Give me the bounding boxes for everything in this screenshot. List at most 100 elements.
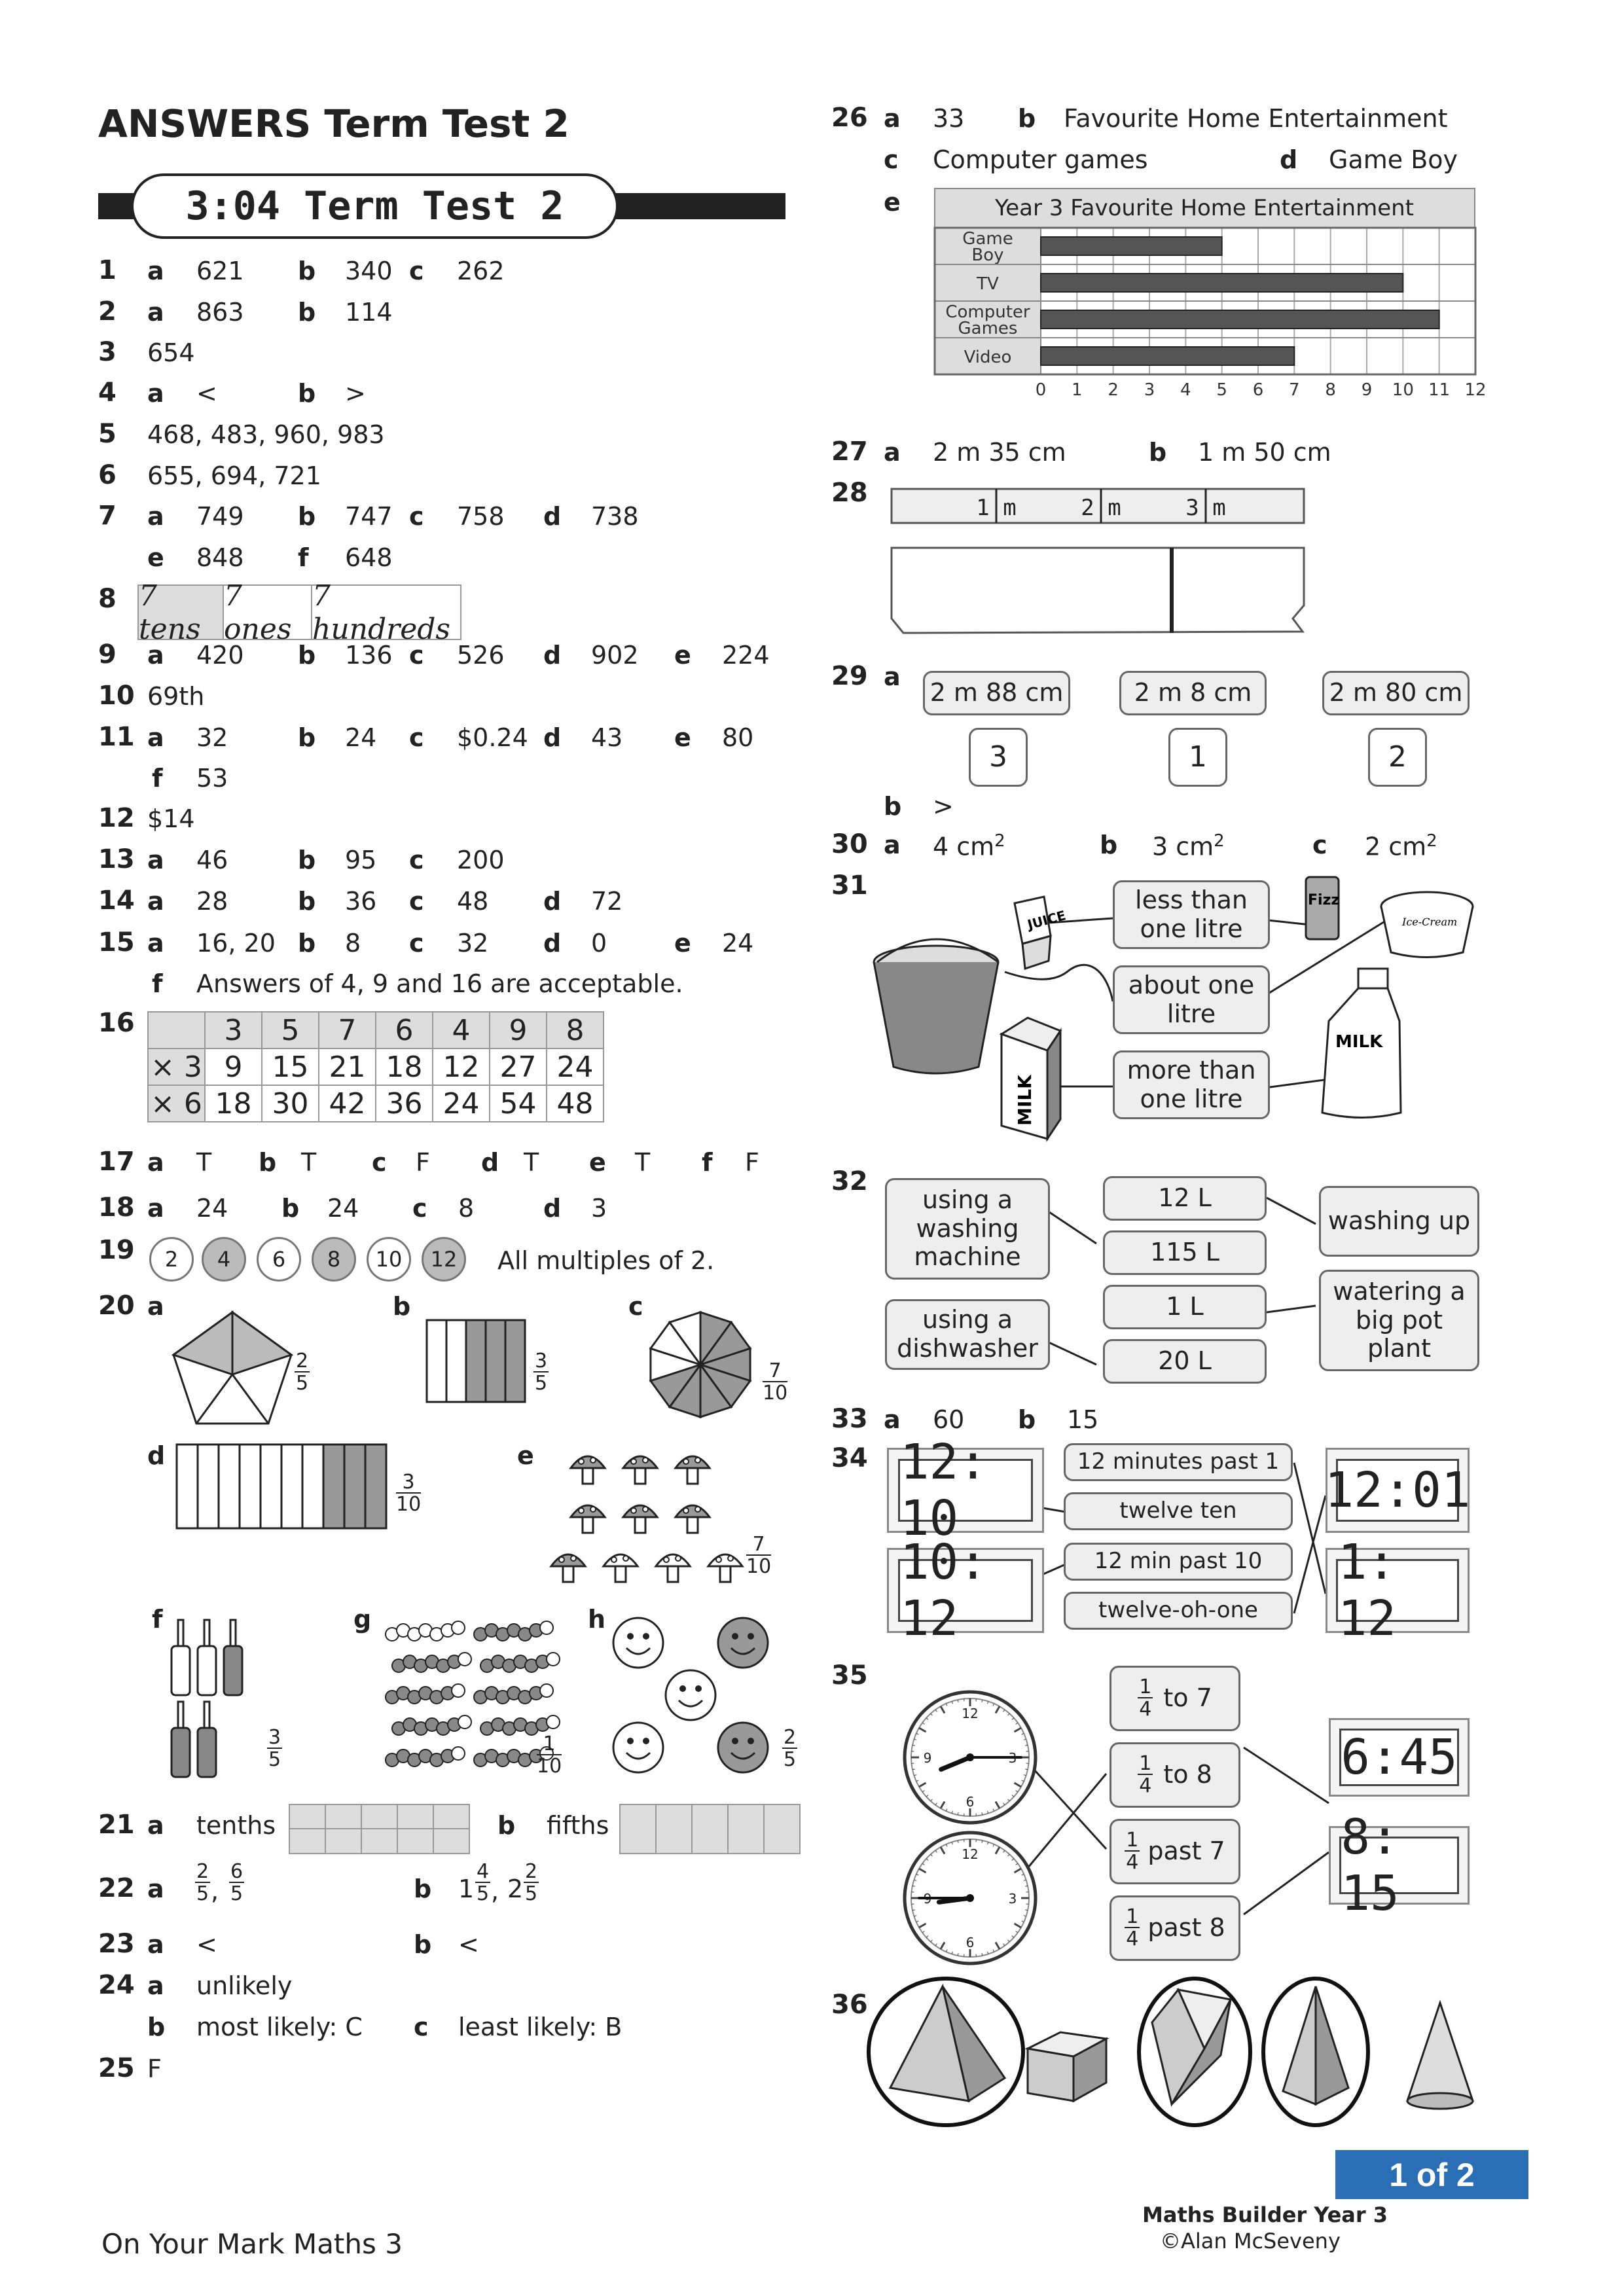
part-letter: e bbox=[884, 188, 901, 217]
analog-clock: 12369 bbox=[903, 1690, 1038, 1825]
question-number: 2 bbox=[98, 296, 117, 327]
amount-card: 115 L bbox=[1103, 1230, 1267, 1275]
answer: 848 bbox=[196, 543, 244, 572]
part-letter: c bbox=[414, 2013, 429, 2041]
question-number: 36 bbox=[831, 1990, 868, 2020]
separator: , bbox=[491, 1876, 499, 1905]
part-letter: a bbox=[147, 1930, 164, 1959]
part-letter: a bbox=[147, 1148, 164, 1177]
answer-area: 3 cm2 bbox=[1152, 831, 1225, 861]
table-cell: 30 bbox=[261, 1085, 319, 1122]
number-circle-shaded: 12 bbox=[422, 1237, 466, 1282]
part-letter: a bbox=[147, 257, 164, 285]
part-letter: c bbox=[409, 929, 424, 958]
part-letter: d bbox=[543, 723, 562, 752]
table-cell: 36 bbox=[375, 1085, 433, 1122]
table-cell: 9 bbox=[489, 1011, 547, 1049]
rectangle-fifths bbox=[425, 1319, 526, 1403]
question-number: 1 bbox=[98, 255, 117, 285]
part-letter: b bbox=[298, 723, 316, 752]
part-letter: a bbox=[147, 887, 164, 916]
number-circle-shaded: 4 bbox=[202, 1237, 246, 1282]
part-letter: a bbox=[884, 831, 901, 859]
triangular-prism-icon bbox=[1151, 1988, 1233, 2107]
answer: T bbox=[635, 1148, 651, 1177]
part-letter: a bbox=[147, 846, 164, 874]
answer: Game Boy bbox=[1329, 145, 1458, 174]
table-row: 3 5 7 6 4 9 8 bbox=[147, 1011, 604, 1049]
answer: 43 bbox=[591, 723, 623, 752]
part-letter: b bbox=[298, 929, 316, 958]
tenths-grid bbox=[289, 1804, 470, 1854]
answer: tenths bbox=[196, 1811, 276, 1840]
part-letter: c bbox=[1312, 831, 1327, 859]
cone-icon bbox=[1406, 2000, 1474, 2110]
question-number: 16 bbox=[98, 1008, 135, 1038]
part-letter: e bbox=[589, 1148, 606, 1177]
place-value-box: 7 tens 7 ones 7 hundreds bbox=[137, 579, 461, 646]
part-letter: f bbox=[152, 969, 163, 998]
part-letter: e bbox=[674, 723, 691, 752]
svg-text:Ice-Cream: Ice-Cream bbox=[1401, 916, 1457, 928]
answer: least likely: B bbox=[458, 2013, 623, 2041]
answer: 46 bbox=[196, 846, 228, 874]
answer: 32 bbox=[457, 929, 489, 958]
part-letter: c bbox=[372, 1148, 387, 1177]
section-title: 3:04 Term Test 2 bbox=[131, 173, 619, 239]
part-letter: b bbox=[298, 846, 316, 874]
smiley-faces-icon bbox=[612, 1617, 769, 1774]
clock-number: 3 bbox=[1009, 1891, 1017, 1907]
question-number: 14 bbox=[98, 886, 135, 916]
time-label: twelve ten bbox=[1064, 1492, 1293, 1530]
tick-label: 6 bbox=[1253, 380, 1264, 400]
part-letter: d bbox=[147, 1441, 166, 1470]
category-label: TV bbox=[976, 274, 999, 294]
part-letter: d bbox=[543, 887, 562, 916]
answer: 526 bbox=[457, 641, 505, 670]
table-cell: 4 bbox=[432, 1011, 490, 1049]
answer: 136 bbox=[345, 641, 393, 670]
tick-label: 0 bbox=[1036, 380, 1047, 400]
answer-area: 4 cm2 bbox=[933, 831, 1005, 861]
category-label: Boy bbox=[971, 245, 1003, 265]
answer: 72 bbox=[591, 887, 623, 916]
question-number: 21 bbox=[98, 1810, 135, 1840]
activity-card: using a washing machine bbox=[885, 1178, 1050, 1280]
table-cell: 9 bbox=[204, 1048, 262, 1086]
part-letter: a bbox=[147, 298, 164, 327]
answer: 648 bbox=[345, 543, 393, 572]
part-letter: f bbox=[298, 543, 309, 572]
bar bbox=[1040, 273, 1404, 293]
tape-label: 3 m bbox=[1185, 495, 1225, 521]
part-letter: b bbox=[281, 1194, 300, 1223]
part-letter: d bbox=[543, 1194, 562, 1223]
tick-label: 1 bbox=[1072, 380, 1083, 400]
table-row: × 3 9 15 21 18 12 27 24 bbox=[147, 1048, 604, 1086]
question-number: 30 bbox=[831, 829, 868, 859]
pentagon-shape bbox=[171, 1310, 294, 1425]
place-value-cell: 7 ones bbox=[224, 579, 312, 646]
category-label: Games bbox=[958, 319, 1018, 338]
pentagonal-pyramid-icon bbox=[1282, 1986, 1350, 2106]
bar bbox=[1040, 346, 1295, 366]
part-letter: d bbox=[543, 502, 562, 531]
part-letter: a bbox=[147, 379, 164, 408]
part-letter: a bbox=[147, 1194, 164, 1223]
hour-hand bbox=[939, 1755, 973, 1772]
answer: 655, 694, 721 bbox=[147, 461, 321, 490]
clock-matching: 12369 12369 bbox=[903, 1690, 1329, 1965]
table-cell: 18 bbox=[204, 1085, 262, 1122]
answer: 468, 483, 960, 983 bbox=[147, 420, 385, 449]
bar-chart: Year 3 Favourite Home Entertainment Game… bbox=[933, 188, 1487, 400]
part-letter: a bbox=[147, 1971, 164, 2000]
analog-clock: 12369 bbox=[903, 1831, 1038, 1965]
part-letter: e bbox=[517, 1441, 534, 1470]
